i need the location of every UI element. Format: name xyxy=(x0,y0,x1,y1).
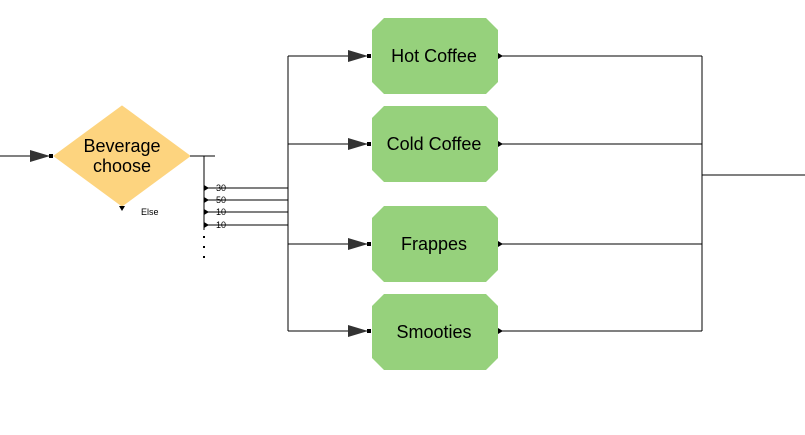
decision-label-line1: Beverage xyxy=(83,136,160,156)
process-node-smooties[interactable] xyxy=(372,294,498,370)
output-1: 30 xyxy=(204,183,288,193)
process-node-cold-coffee[interactable] xyxy=(372,106,498,182)
decision-label-line2: choose xyxy=(93,156,151,176)
process-label: Smooties xyxy=(396,322,471,342)
output-4: 10 xyxy=(204,220,288,230)
output-3: 10 xyxy=(204,207,288,217)
process-label: Frappes xyxy=(401,234,467,254)
probability-label: 50 xyxy=(216,195,226,205)
else-label: Else xyxy=(141,207,159,217)
process-label: Cold Coffee xyxy=(387,134,482,154)
output-2: 50 xyxy=(204,195,288,205)
arrow-icon xyxy=(348,238,368,250)
process-label: Hot Coffee xyxy=(391,46,477,66)
merge-bus xyxy=(701,56,805,331)
arrow-icon xyxy=(348,138,368,150)
probability-label: 10 xyxy=(216,207,226,217)
incoming-connector xyxy=(0,150,53,162)
probability-label: 30 xyxy=(216,183,226,193)
else-port: Else xyxy=(119,206,159,217)
probability-label: 10 xyxy=(216,220,226,230)
process-node-hot-coffee[interactable] xyxy=(372,18,498,94)
arrow-icon xyxy=(348,50,368,62)
branch-smooties: Smooties xyxy=(288,294,702,370)
process-node-frappes[interactable] xyxy=(372,206,498,282)
arrow-icon xyxy=(348,325,368,337)
decision-output xyxy=(190,155,215,258)
decision-node[interactable]: Beverage choose xyxy=(53,105,191,207)
branch-frappes: Frappes xyxy=(288,206,702,282)
branch-hot-coffee: Hot Coffee xyxy=(288,18,702,94)
branch-cold-coffee: Cold Coffee xyxy=(288,106,702,182)
probability-outputs: 30 50 10 10 xyxy=(204,183,288,230)
